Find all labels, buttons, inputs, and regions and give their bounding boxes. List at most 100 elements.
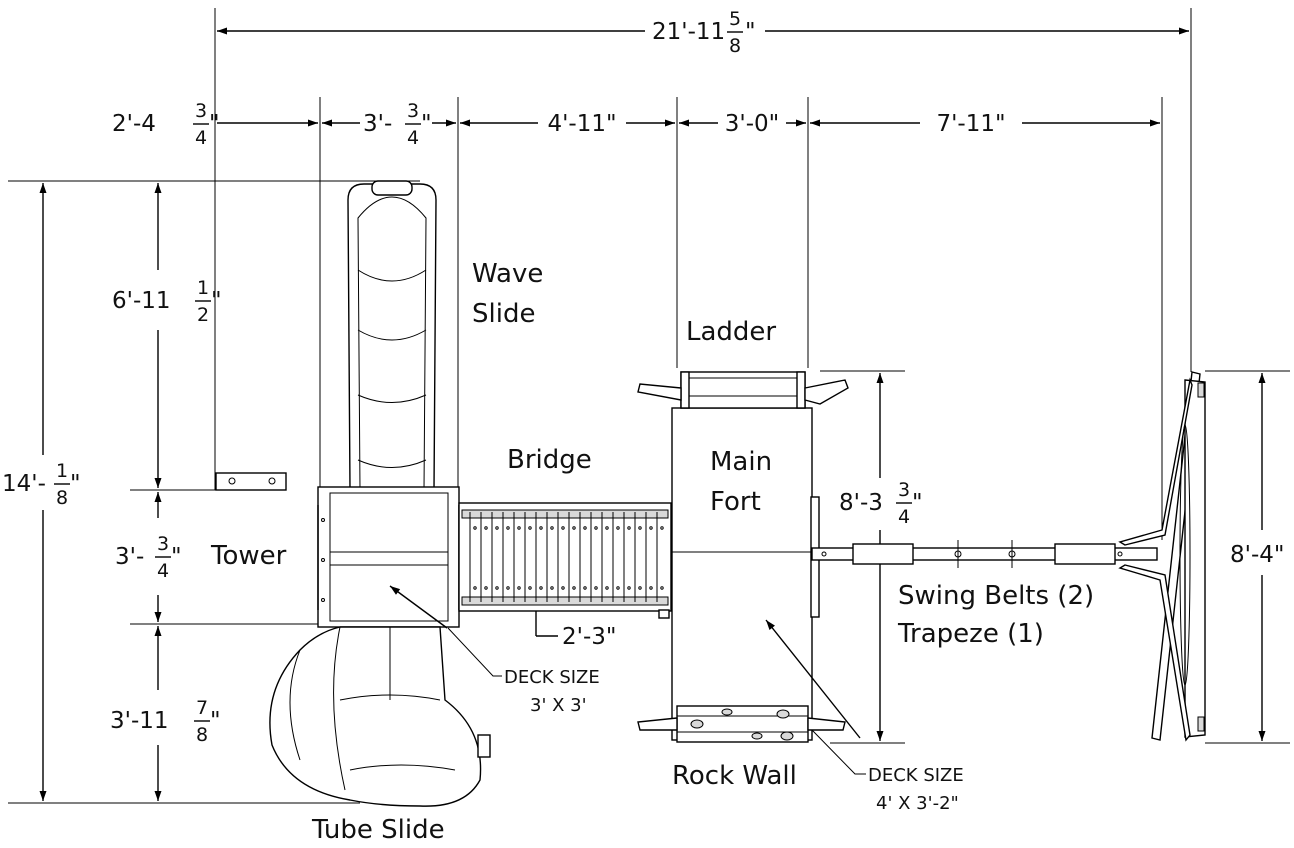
overall-height-unit: " (70, 471, 81, 497)
overall-height-value: 14'- (2, 471, 46, 497)
tube-slide-length-value: 3'-11 (110, 708, 169, 734)
bridge-bolt (484, 526, 488, 530)
bridge-label: Bridge (507, 445, 592, 475)
tower-depth-value: 3'- (115, 544, 144, 570)
seg1-unit: " (209, 111, 220, 137)
bridge-bolt (605, 526, 609, 530)
extension-lines (8, 8, 1290, 804)
fort-deck-note: DECK SIZE 4' X 3'-2" (811, 729, 964, 814)
tube-slide-length-numerator: 7 (196, 697, 208, 719)
wave-slide (347, 180, 437, 491)
tower-deck-note-line2: 3' X 3' (530, 695, 587, 716)
fort-deck-note-line1: DECK SIZE (868, 765, 964, 786)
bridge-bolt (539, 526, 543, 530)
bridge-bolt (638, 586, 642, 590)
bridge-bolt (583, 586, 587, 590)
rock-wall-label: Rock Wall (672, 761, 797, 791)
bridge-bolt (660, 586, 664, 590)
bridge-bolt (561, 526, 565, 530)
overall-height-denominator: 8 (56, 487, 68, 509)
seg2-dimension: 3'- 3 4 " (363, 100, 432, 149)
main-fort-deck (671, 407, 861, 741)
swing-width-value: 8'-4" (1230, 542, 1284, 568)
fort-depth-unit: " (912, 490, 923, 516)
trapeze-label: Trapeze (1) (897, 619, 1044, 649)
dimension-lines (39, 27, 1266, 801)
wave-slide-length-dimension: 6'-11 1 2 " (112, 277, 222, 326)
anchor-bar (215, 472, 287, 491)
seg2-unit: " (421, 111, 432, 137)
swing-a-frame (1118, 371, 1206, 742)
seg2-denominator: 4 (407, 127, 419, 149)
bridge-bolt (638, 526, 642, 530)
tower-depth-denominator: 4 (157, 560, 169, 582)
ladder-label: Ladder (686, 317, 776, 347)
tower-depth-unit: " (171, 544, 182, 570)
main-fort-label-line1: Main (710, 447, 772, 477)
fort-depth-value: 8'-3 (839, 490, 883, 516)
bridge-bolt (517, 526, 521, 530)
bridge-bolt (627, 586, 631, 590)
fort-depth-dimension: 8'-3 3 4 " (839, 479, 923, 528)
tower-depth-dimension: 3'- 3 4 " (115, 533, 182, 582)
tower-deck (317, 486, 460, 629)
seg2-numerator: 3 (407, 100, 419, 122)
wave-slide-label-line1: Wave (472, 259, 543, 289)
tower-depth-numerator: 3 (157, 533, 169, 555)
bridge-bolt (495, 526, 499, 530)
seg1-numerator: 3 (195, 100, 207, 122)
tube-slide-length-denominator: 8 (196, 724, 208, 746)
overall-width-denominator: 8 (729, 35, 741, 57)
bridge-bolt (506, 586, 510, 590)
swing-beam (811, 540, 1158, 568)
overall-height-dimension: 14'- 1 8 " (2, 460, 81, 509)
bridge-bolt (572, 526, 576, 530)
overall-width-value: 21'-11 (652, 19, 725, 45)
bridge-bolt (594, 586, 598, 590)
bridge-bolt (506, 526, 510, 530)
swing-belts-label: Swing Belts (2) (898, 581, 1094, 611)
seg3-value: 4'-11" (547, 111, 616, 137)
seg1-value: 2'-4 (112, 111, 156, 137)
tower-deck-note-line1: DECK SIZE (504, 667, 600, 688)
wave-slide-label-line2: Slide (472, 299, 535, 329)
tube-slide-label: Tube Slide (311, 815, 445, 845)
fort-depth-numerator: 3 (898, 479, 910, 501)
bridge-bolt (539, 586, 543, 590)
bridge-bolt (583, 526, 587, 530)
tower-label: Tower (210, 541, 287, 571)
overall-width-unit: " (745, 19, 756, 45)
tube-slide-length-dimension: 3'-11 7 8 " (110, 697, 221, 746)
tower-deck-note: DECK SIZE 3' X 3' (447, 627, 600, 716)
bridge-bolt (473, 526, 477, 530)
seg2-value: 3'- (363, 111, 392, 137)
fort-deck-note-line2: 4' X 3'-2" (876, 793, 959, 814)
overall-height-numerator: 1 (56, 460, 68, 482)
overall-width-dimension: 21'-11 5 8 " (652, 8, 756, 57)
rock-wall (637, 705, 846, 743)
bridge-bolt (517, 586, 521, 590)
overall-width-numerator: 5 (729, 8, 741, 30)
tube-slide-length-unit: " (210, 708, 221, 734)
bridge-bolt (550, 526, 554, 530)
bridge (458, 502, 672, 619)
bridge-width-value: 2'-3" (562, 624, 616, 650)
bridge-bolt (528, 586, 532, 590)
bridge-bolt (561, 586, 565, 590)
bridge-bolt (572, 586, 576, 590)
bridge-bolt (605, 586, 609, 590)
wave-slide-length-unit: " (211, 288, 222, 314)
seg1-denominator: 4 (195, 127, 207, 149)
bridge-bolt (473, 586, 477, 590)
wave-slide-length-numerator: 1 (197, 277, 209, 299)
bridge-bolt (484, 586, 488, 590)
bridge-bolt (649, 586, 653, 590)
wave-slide-length-value: 6'-11 (112, 288, 171, 314)
bridge-bolt (616, 586, 620, 590)
seg5-value: 7'-11" (936, 111, 1005, 137)
main-fort-label-line2: Fort (710, 487, 761, 517)
bridge-bolt (528, 526, 532, 530)
bridge-bolt (616, 526, 620, 530)
bridge-bolt (594, 526, 598, 530)
